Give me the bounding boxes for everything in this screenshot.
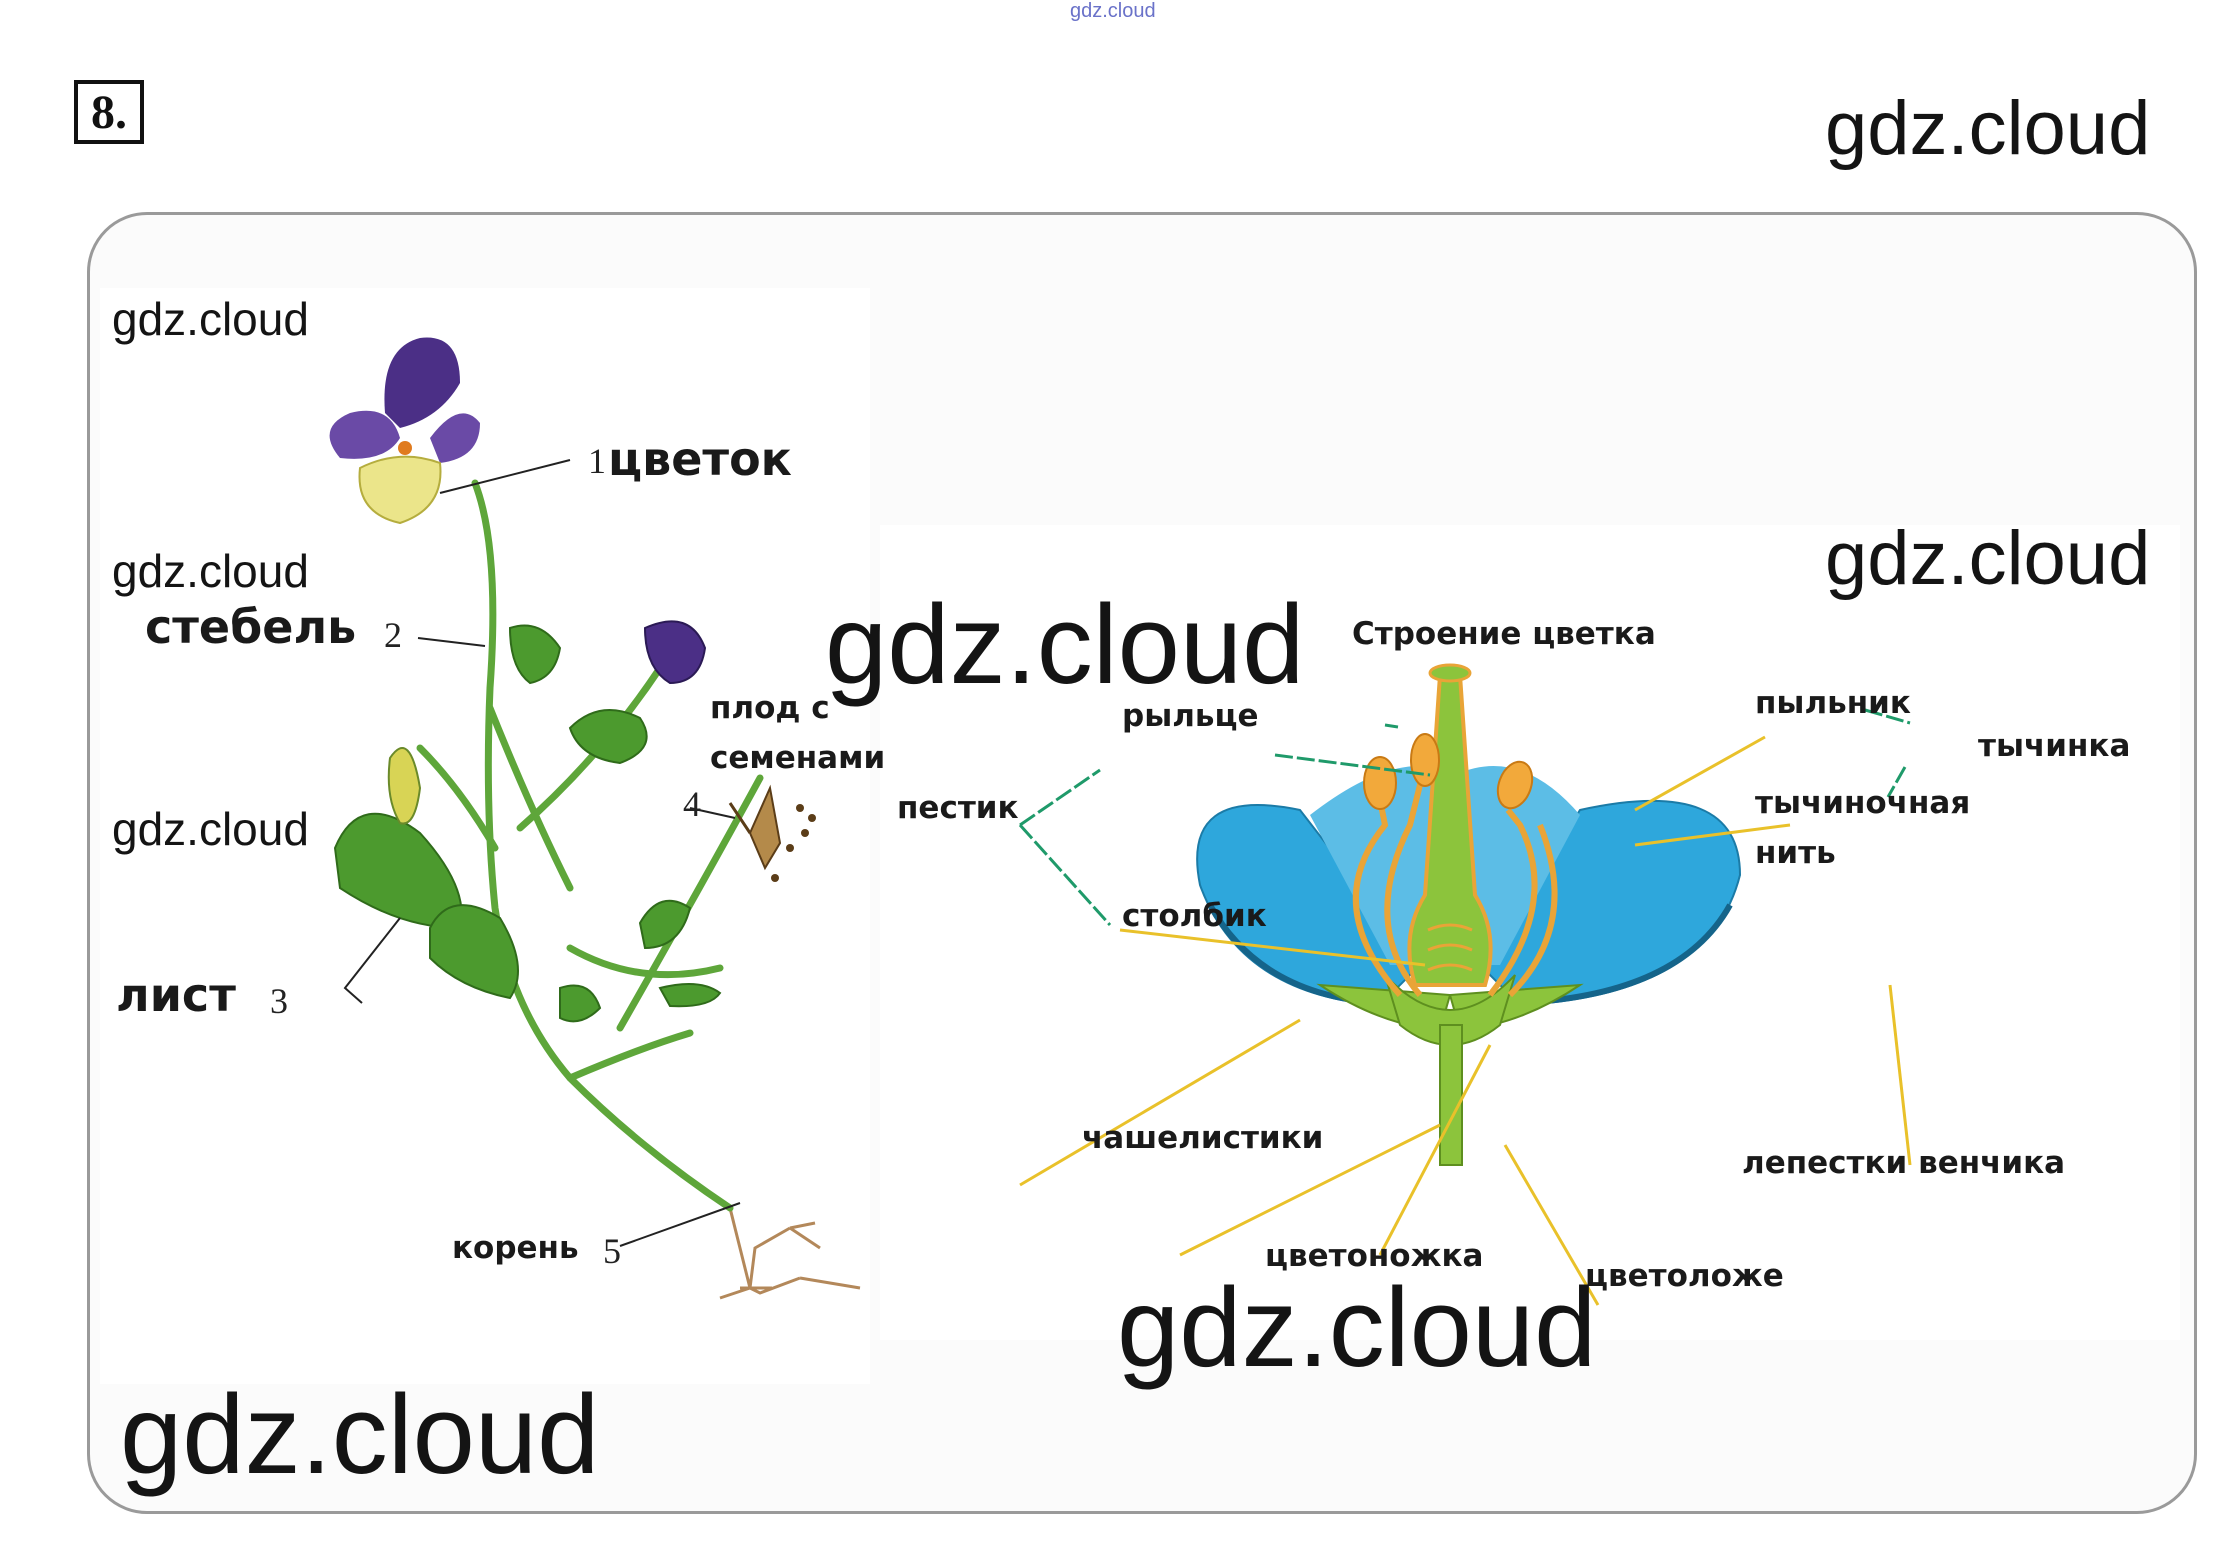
label-number-5: 5: [603, 1230, 621, 1272]
watermark-right-mid: gdz.cloud: [1825, 515, 2150, 602]
task-number-box: 8.: [74, 80, 144, 144]
pansy-flower: [330, 338, 480, 523]
label-leaf: лист: [116, 968, 236, 1022]
label-anther: пыльник: [1755, 685, 1911, 721]
watermark-bottom-center: gdz.cloud: [1117, 1263, 1596, 1392]
watermark-bottom-left: gdz.cloud: [120, 1370, 599, 1499]
task-number: 8.: [91, 85, 127, 140]
label-receptacle: цветоложе: [1585, 1258, 1784, 1294]
label-style: столбик: [1122, 898, 1267, 934]
label-stamen: тычинка: [1978, 728, 2130, 764]
label-pistil: пестик: [897, 790, 1019, 826]
label-filament-line2: нить: [1755, 835, 1836, 871]
label-number-2: 2: [384, 614, 402, 656]
sepals-receptacle-pedicel: [1320, 975, 1580, 1165]
watermark-left-2: gdz.cloud: [112, 544, 309, 598]
label-root: корень: [452, 1230, 579, 1266]
watermark-center-large: gdz.cloud: [825, 580, 1304, 709]
label-number-1: 1: [588, 440, 606, 482]
watermark-left-3: gdz.cloud: [112, 802, 309, 856]
label-number-4: 4: [683, 783, 701, 825]
label-number-3: 3: [270, 980, 288, 1022]
label-stem: стебель: [145, 600, 356, 654]
label-flower: цветок: [608, 432, 792, 486]
label-filament-line1: тычиночная: [1755, 785, 1970, 821]
top-watermark: gdz.cloud: [1070, 0, 1156, 23]
watermark-left-1: gdz.cloud: [112, 292, 309, 346]
label-petals: лепестки венчика: [1742, 1145, 2065, 1181]
label-fruit-line2: семенами: [710, 740, 885, 776]
label-fruit-line1: плод с: [710, 690, 830, 726]
root-system: [720, 1208, 860, 1298]
label-sepals: чашелистики: [1082, 1120, 1323, 1156]
watermark-top-right: gdz.cloud: [1825, 85, 2150, 172]
